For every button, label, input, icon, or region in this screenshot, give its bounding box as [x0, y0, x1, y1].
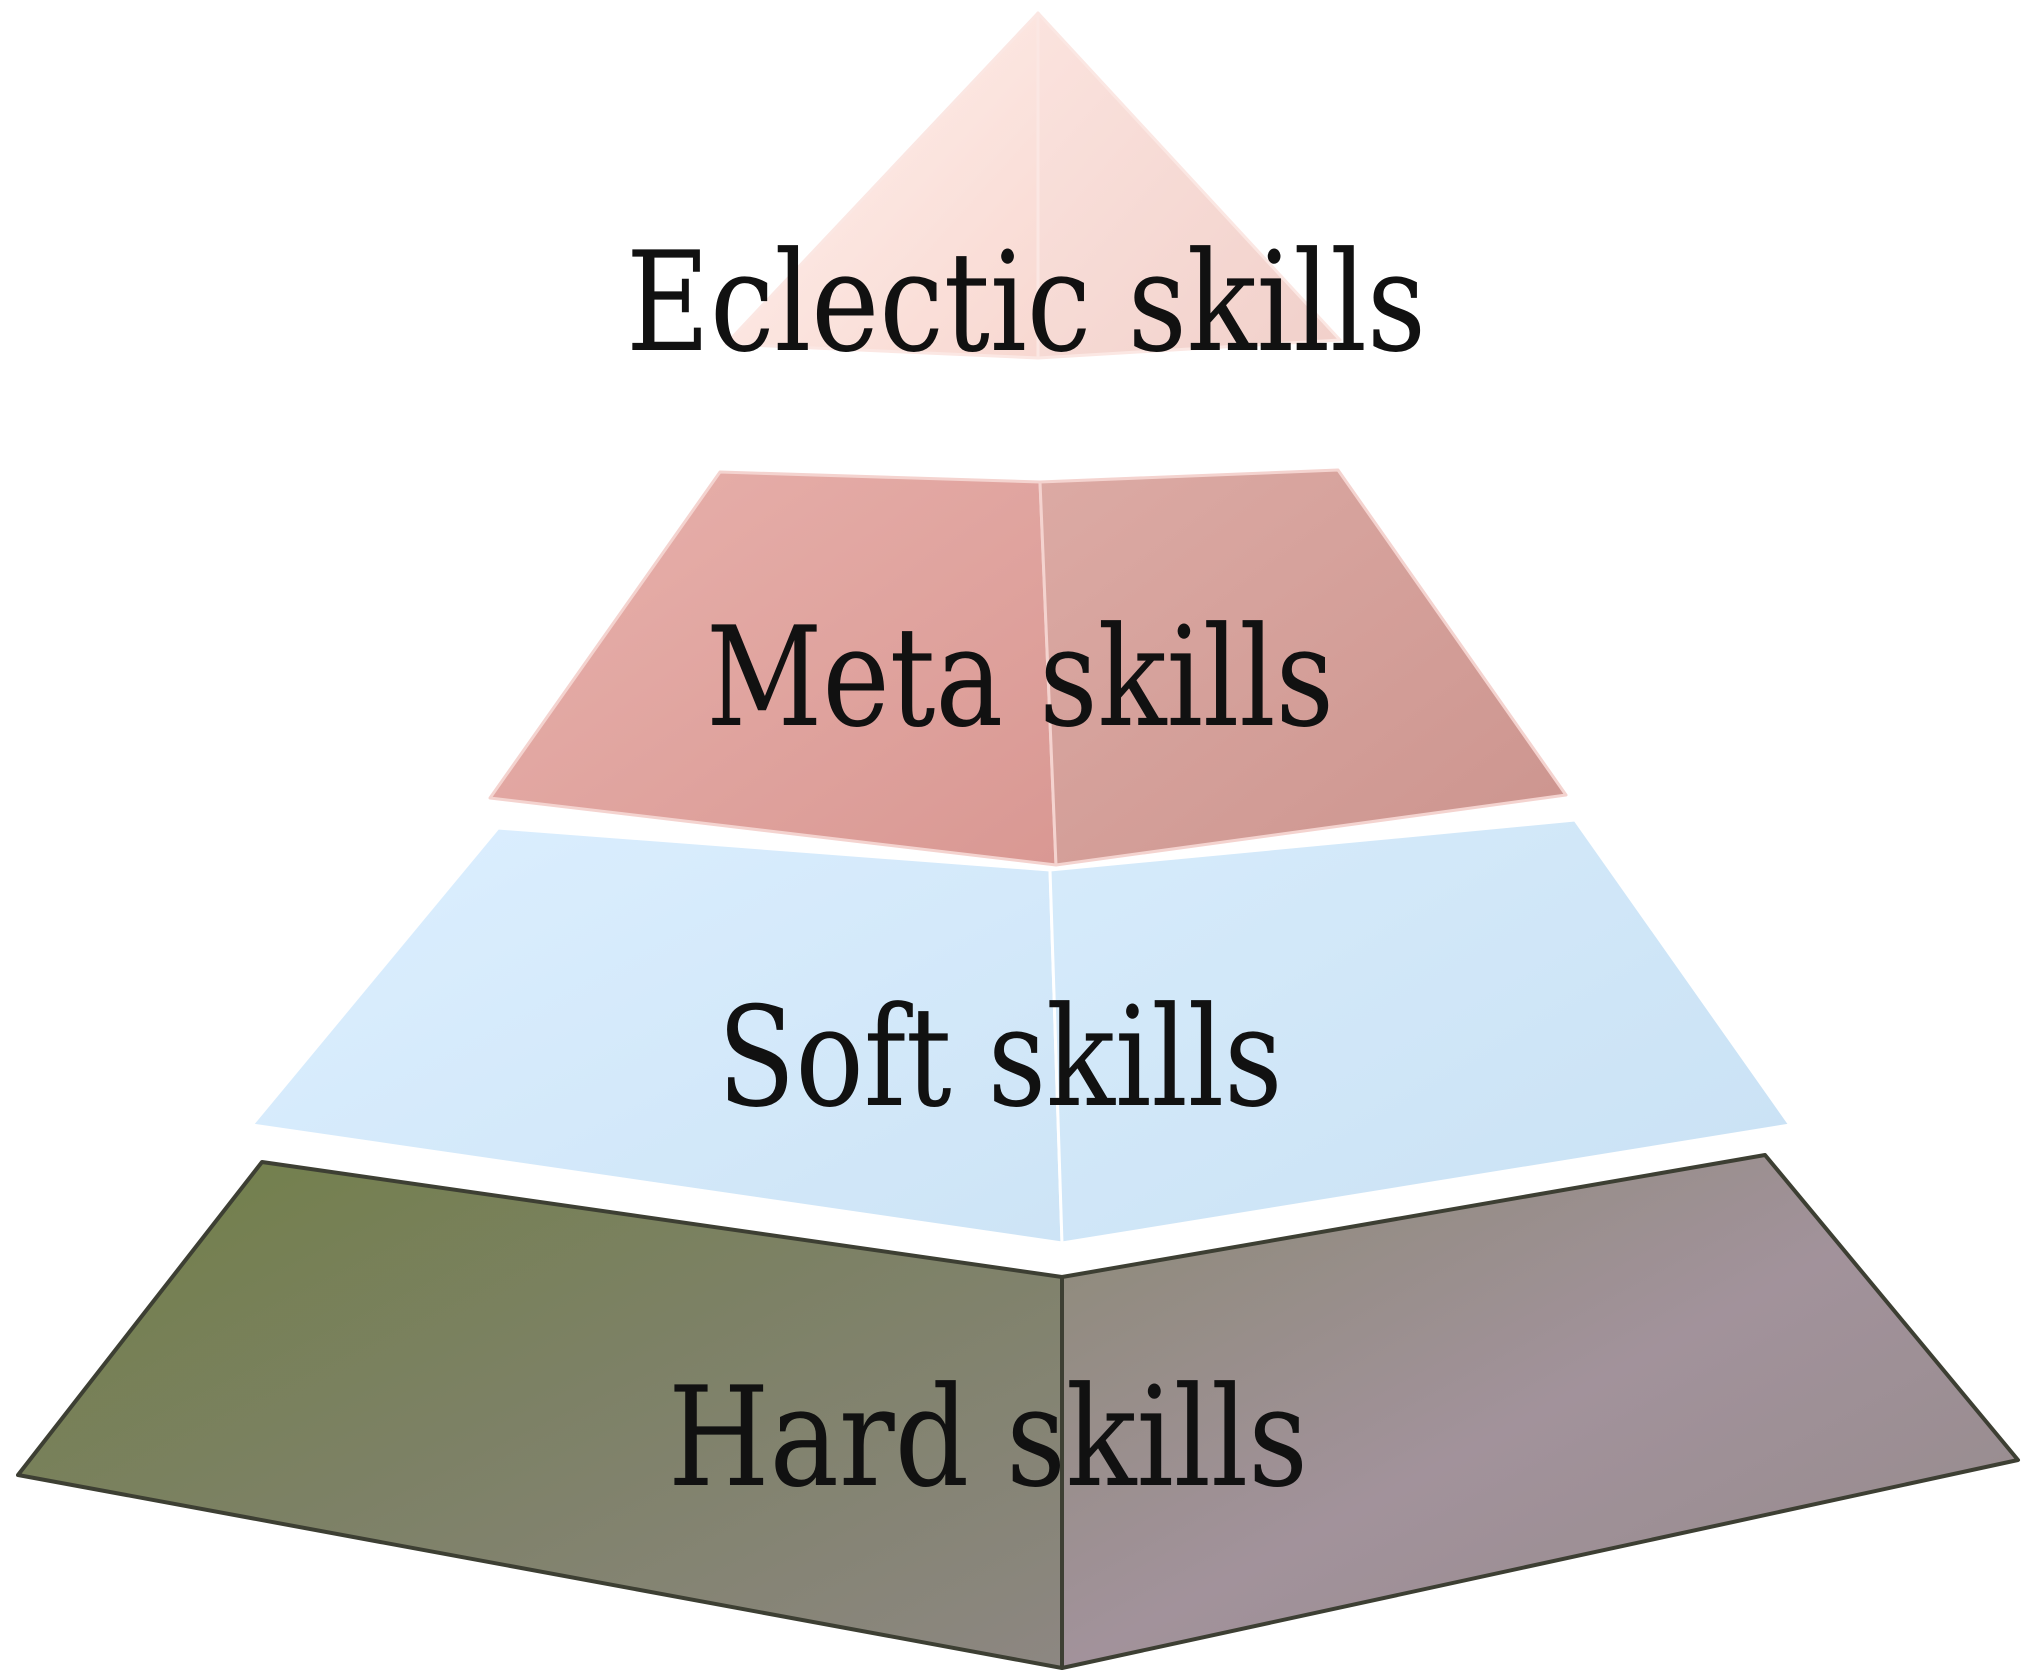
tier-meta-skills: [488, 468, 1568, 867]
tier-eclectic-skills-label: Eclectic skills: [626, 222, 1426, 383]
tier-soft-skills-label: Soft skills: [718, 977, 1283, 1138]
tier-meta-skills-right-face: [1038, 468, 1568, 867]
tier-eclectic-skills-right-face: [1036, 11, 1342, 360]
tier-hard-skills-label: Hard skills: [668, 1357, 1308, 1518]
tier-meta-skills-label: Meta skills: [706, 597, 1334, 758]
tier-soft-skills-right-face: [1048, 818, 1792, 1245]
tier-soft-skills: [250, 818, 1792, 1245]
tier-hard-skills: [16, 1153, 2020, 1670]
tier-eclectic-skills: [724, 11, 1342, 360]
tier-hard-skills-right-face: [1060, 1153, 2020, 1670]
